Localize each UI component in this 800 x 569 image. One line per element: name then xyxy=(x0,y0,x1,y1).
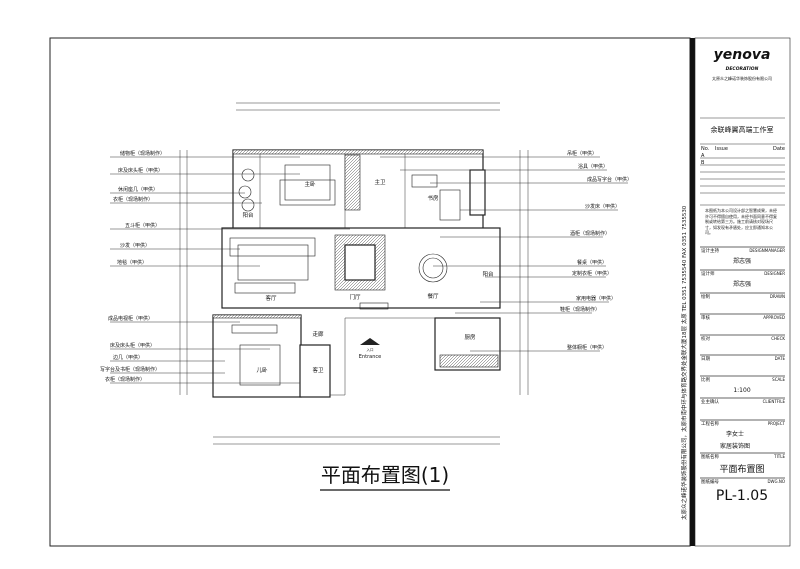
guest-bath xyxy=(299,344,331,398)
callout-right: 成品写字台（甲供） xyxy=(587,176,632,183)
callout-left: 五斗柜（甲供） xyxy=(125,222,160,229)
field-label-cn: 校对 xyxy=(701,335,710,342)
drawing-title: 平面布置图(1) xyxy=(321,463,449,487)
callout-left: 成品电视柜（甲供） xyxy=(108,315,153,322)
field-label-en: PROJECT xyxy=(768,421,786,426)
field-label-cn: 工程名称 xyxy=(701,420,719,427)
field-label-en: DESIGNMANAGER xyxy=(749,248,785,253)
callout-left: 休闲座几（甲供） xyxy=(118,186,158,193)
field-label-en: CHECK xyxy=(771,336,785,341)
entrance-en: Entrance xyxy=(359,354,381,360)
room-kids-bedroom: 儿卧 xyxy=(256,366,268,374)
floor-plan xyxy=(212,149,501,398)
field-value: 郑志强 xyxy=(733,257,751,265)
room-labels: 主卧 主卫 书房 阳台 客厅 门厅 餐厅 阳台 厨房 走廊 儿卧 客卫 入口 E… xyxy=(242,178,494,374)
room-study: 书房 xyxy=(427,194,439,202)
company-address-strip: 太原众之峰诺华装饰股份有限公司，太原市南中环与体育路交界处金联大厦18层 太原 … xyxy=(680,205,688,520)
room-balcony-left: 阳台 xyxy=(242,211,254,219)
callout-left: 衣柜（现场制作） xyxy=(105,376,145,383)
callout-left: 边几（甲供） xyxy=(113,354,143,361)
callout-left: 储物柜（现场制作） xyxy=(120,150,165,157)
company-logo-sub: DECORATION xyxy=(726,66,759,72)
field-label-cn: 图纸编号 xyxy=(701,478,719,485)
room-balcony-right: 阳台 xyxy=(482,270,494,278)
rev-issue: Issue xyxy=(715,146,728,152)
callout-left: 床及床头柜（甲供） xyxy=(110,342,155,349)
field-label-en: DWG.NO xyxy=(767,479,785,484)
company-logo: yenova xyxy=(714,47,771,63)
field-label-cn: 设计师 xyxy=(701,270,715,277)
dimension-lines xyxy=(179,102,529,445)
field-label-en: DESIGNER xyxy=(764,271,785,276)
field-label-en: TITLE xyxy=(773,454,785,459)
rev-b: B xyxy=(701,160,705,166)
rev-no: No. xyxy=(701,146,710,152)
study-bay xyxy=(469,169,486,216)
callout-left: 地毯（甲供） xyxy=(117,259,147,266)
field-label-en: CLIENTFILE xyxy=(763,399,786,404)
field-value: 平面布置图 xyxy=(719,463,764,475)
callout-left: 床及床头柜（甲供） xyxy=(118,167,163,174)
callout-left: 沙发（甲供） xyxy=(120,242,150,249)
room-guest-bath: 客卫 xyxy=(312,366,324,374)
room-dining: 餐厅 xyxy=(427,292,439,300)
studio-name: 余联峰翼高端工作室 xyxy=(711,125,774,134)
title-block-divider xyxy=(690,38,695,546)
field-label-cn: 比例 xyxy=(701,376,710,383)
entrance-arrow-icon xyxy=(360,338,380,345)
room-foyer: 门厅 xyxy=(349,293,361,301)
callout-right: 浴具（甲供） xyxy=(578,163,608,170)
callout-right: 沙发床（甲供） xyxy=(585,203,620,210)
title-block: yenova DECORATION 太原众之峰诺华装饰股份有限公司 余联峰翼高端… xyxy=(700,47,785,235)
field-label-cn: 审核 xyxy=(701,314,710,321)
title-block-frame xyxy=(694,37,791,547)
field-value: 家居装饰图 xyxy=(720,442,750,450)
callout-left: 写字台及书柜（现场制作） xyxy=(100,366,160,373)
callout-right: 定制衣柜（甲供） xyxy=(572,270,612,277)
field-label-cn: 设计主持 xyxy=(701,247,719,254)
callout-right: 家用电器（甲供） xyxy=(576,295,616,302)
room-master-bath: 主卫 xyxy=(374,178,386,186)
field-label-en: APPROVED xyxy=(763,315,785,320)
field-value: 郑志强 xyxy=(733,280,751,288)
room-master-bedroom: 主卧 xyxy=(304,180,316,188)
company-name: 太原众之峰诺华装饰股份有限公司 xyxy=(712,75,772,81)
field-label-en: DRAWN xyxy=(770,294,785,299)
room-living: 客厅 xyxy=(265,294,277,302)
disclaimer-text: 本图纸为本公司设计部之智慧成果，未经许可不得擅自使用，未经书面同意不得复制或转给… xyxy=(705,208,777,235)
rev-a: A xyxy=(701,153,705,159)
callout-right: 整体橱柜（甲供） xyxy=(567,344,607,351)
left-callouts: 储物柜（现场制作） 床及床头柜（甲供） 休闲座几（甲供） 衣柜（现场制作） 五斗… xyxy=(100,150,350,384)
room-corridor: 走廊 xyxy=(312,330,324,338)
entrance-cn: 入口 xyxy=(367,347,375,352)
callout-left: 衣柜（现场制作） xyxy=(113,196,153,203)
field-value: PL-1.05 xyxy=(716,488,768,504)
field-label-en: DATE xyxy=(775,356,786,361)
field-label-cn: 绘制 xyxy=(701,293,710,300)
room-kitchen: 厨房 xyxy=(464,333,476,341)
rev-date: Date xyxy=(773,146,785,152)
field-value: 李女士 xyxy=(726,430,744,438)
field-label-cn: 业主确认 xyxy=(701,398,719,405)
field-label-cn: 图纸名称 xyxy=(701,453,719,460)
field-value: 1:100 xyxy=(733,387,750,394)
callout-right: 鞋柜（现场制作） xyxy=(560,306,600,313)
callout-right: 酒柜（现场制作） xyxy=(570,230,610,237)
right-callouts: 吊柜（甲供） 浴具（甲供） 成品写字台（甲供） 沙发床（甲供） 酒柜（现场制作）… xyxy=(380,150,632,352)
callout-right: 餐桌（甲供） xyxy=(577,259,607,266)
field-label-en: SCALE xyxy=(772,377,785,382)
field-label-cn: 日期 xyxy=(701,356,710,362)
callout-right: 吊柜（甲供） xyxy=(567,150,597,157)
